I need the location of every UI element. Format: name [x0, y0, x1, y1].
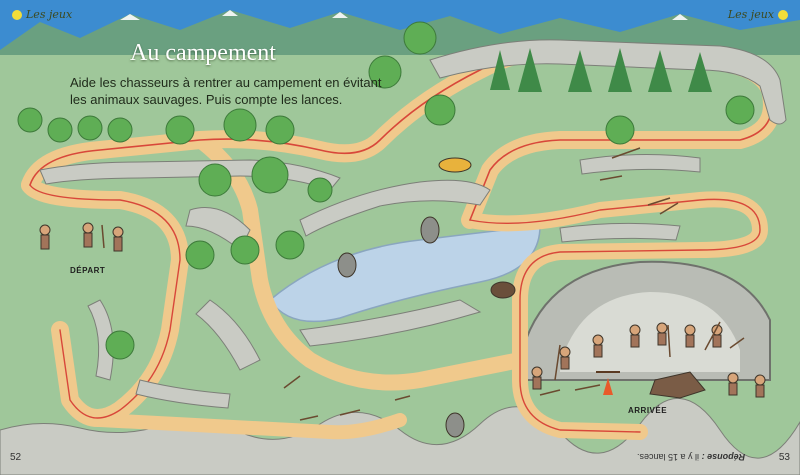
start-label: DÉPART — [70, 266, 106, 275]
forest — [17, 21, 755, 360]
bear-animal-3 — [445, 412, 465, 438]
mountain-snow — [120, 10, 688, 20]
round-trees — [17, 21, 755, 360]
answer-text: il y a 15 lances. — [636, 452, 699, 462]
page-number-right: 53 — [778, 452, 790, 463]
answer-note: Réponse : il y a 15 lances. — [637, 452, 745, 462]
pine-row — [490, 48, 712, 92]
answer-label: Réponse : — [701, 452, 745, 462]
campfire — [596, 371, 620, 395]
finish-label: ARRIVÉE — [628, 406, 668, 415]
bear-animal-1 — [420, 216, 440, 244]
hide-skin — [649, 371, 706, 399]
page-title: Au campement — [130, 40, 276, 66]
wild-animals — [337, 157, 516, 438]
section-tag-left: Les jeux — [12, 8, 72, 21]
cave-mouth — [560, 292, 740, 372]
boar-animal — [490, 281, 516, 299]
sun-icon-right — [778, 9, 788, 20]
section-label-left: Les jeux — [26, 8, 73, 21]
instructions-text: Aide les chasseurs à rentrer au campemen… — [70, 75, 382, 107]
page-number-left: 52 — [10, 452, 22, 463]
section-tag-right: Les jeux — [728, 8, 788, 21]
sun-icon — [12, 9, 22, 20]
hunters — [39, 222, 124, 252]
spears — [101, 147, 745, 421]
bear-animal-2 — [337, 252, 357, 278]
cat-animal — [438, 157, 472, 173]
section-label-right: Les jeux — [727, 8, 774, 21]
